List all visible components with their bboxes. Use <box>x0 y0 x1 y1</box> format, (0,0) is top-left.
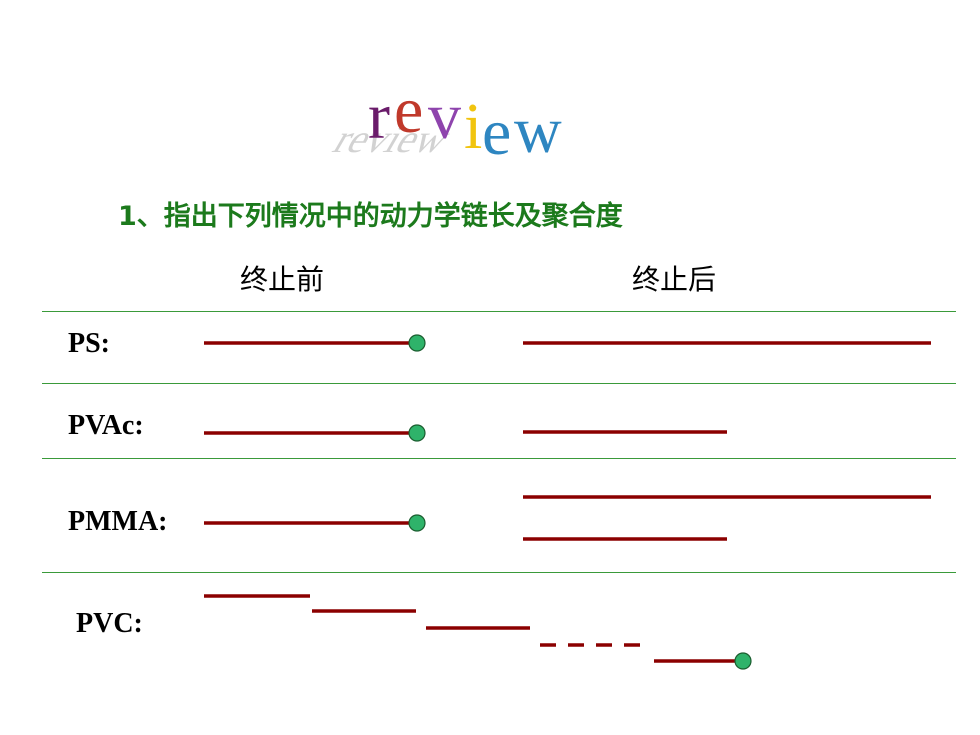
row-separator <box>42 458 956 459</box>
question-text: 1、指出下列情况中的动力学链长及聚合度 <box>118 201 623 232</box>
review-logo: review r e v i e w <box>330 74 562 169</box>
row-label-pmma: PMMA: <box>68 506 168 537</box>
pvc-active-end-dot <box>734 652 752 670</box>
row-label-ps: PS: <box>68 328 110 359</box>
row-label-pvac: PVAc: <box>68 410 144 441</box>
row-separator <box>42 383 956 384</box>
row-separator <box>42 572 956 573</box>
pvac-active-end-dot <box>408 424 426 442</box>
logo-letters: r e v i e w <box>368 74 562 169</box>
logo-letter-i: i <box>464 90 482 163</box>
row-separator <box>42 311 956 312</box>
ps-active-end-dot <box>408 334 426 352</box>
pmma-active-end-dot <box>408 514 426 532</box>
logo-letter-e2: e <box>482 96 511 169</box>
logo-letter-v: v <box>428 80 461 153</box>
logo-letter-w: w <box>514 94 562 167</box>
row-label-pvc: PVC: <box>76 608 143 639</box>
logo-letter-e: e <box>394 74 423 147</box>
logo-letter-r: r <box>368 80 390 153</box>
column-header-after: 终止后 <box>632 263 717 296</box>
column-header-before: 终止前 <box>240 263 325 296</box>
logo-shadow: review <box>330 118 459 162</box>
